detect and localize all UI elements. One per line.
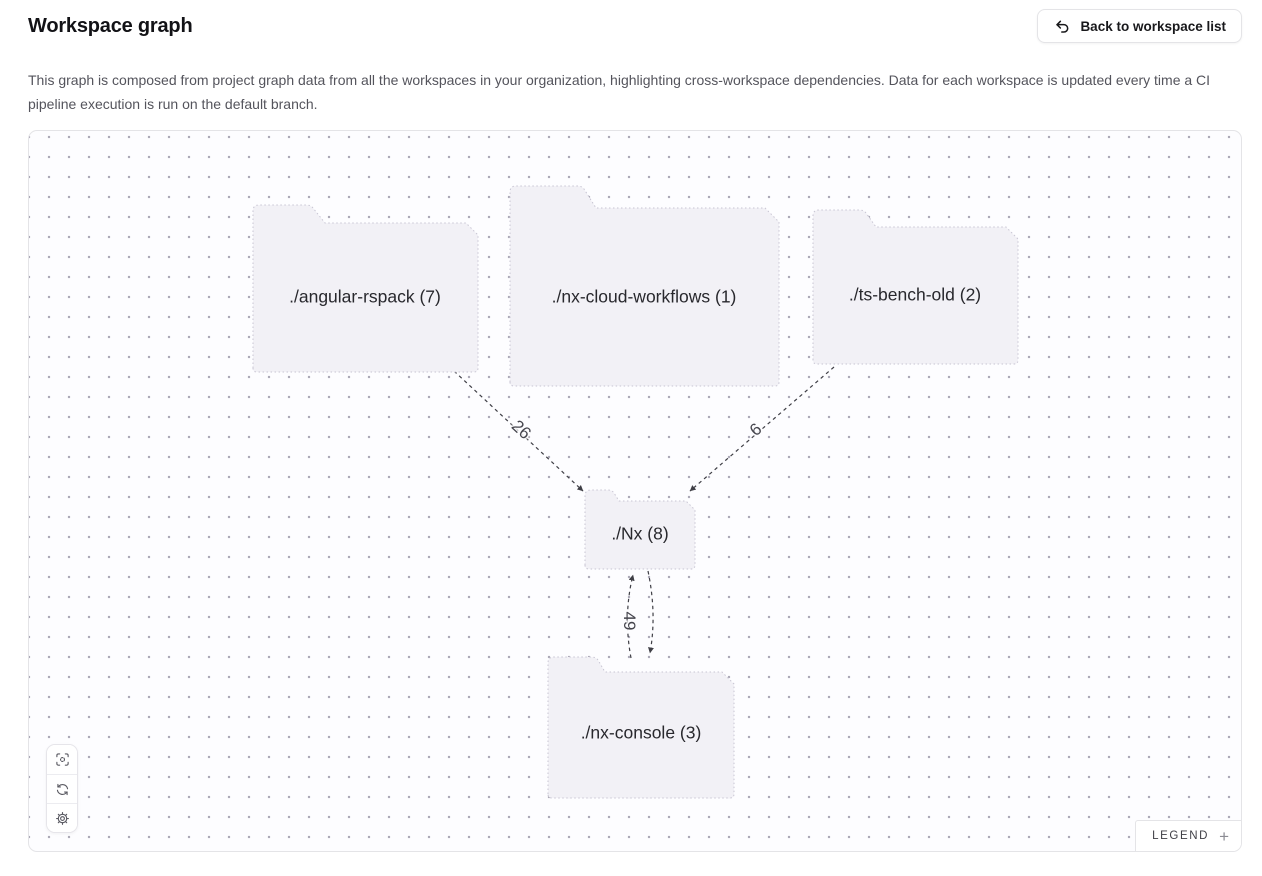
- legend-toggle[interactable]: LEGEND +: [1135, 820, 1241, 851]
- graph-settings-button[interactable]: [47, 803, 77, 832]
- back-to-workspace-list-button[interactable]: Back to workspace list: [1037, 9, 1242, 43]
- canvas-controls: [46, 744, 78, 833]
- node-nx-console-shape[interactable]: [547, 656, 735, 799]
- refresh-icon: [55, 782, 70, 797]
- graph-canvas[interactable]: ./angular-rspack (7) ./nx-cloud-workflow…: [28, 130, 1242, 852]
- focus-icon: [55, 752, 70, 767]
- graph-svg: [252, 185, 1019, 799]
- node-angular-rspack-shape[interactable]: [252, 204, 479, 373]
- fit-view-button[interactable]: [47, 745, 77, 774]
- node-nx-cloud-workflows-shape[interactable]: [509, 185, 780, 387]
- node-ts-bench-old-shape[interactable]: [812, 209, 1019, 365]
- back-button-label: Back to workspace list: [1080, 18, 1226, 34]
- refresh-layout-button[interactable]: [47, 774, 77, 803]
- plus-icon: +: [1219, 826, 1229, 846]
- settings-gear-icon: [55, 811, 70, 826]
- legend-label: LEGEND: [1152, 830, 1210, 842]
- page-title: Workspace graph: [28, 14, 193, 37]
- node-nx-shape[interactable]: [584, 489, 696, 570]
- page-description: This graph is composed from project grap…: [28, 72, 1211, 112]
- edge-nx-console-to-nx: [626, 574, 635, 659]
- arrow-uturn-left-icon: [1053, 17, 1071, 35]
- header: Workspace graph Back to workspace list: [28, 8, 1242, 44]
- edge-nx-to-nx-console: [647, 570, 654, 654]
- edge-angular-rspack-to-nx: [453, 370, 584, 492]
